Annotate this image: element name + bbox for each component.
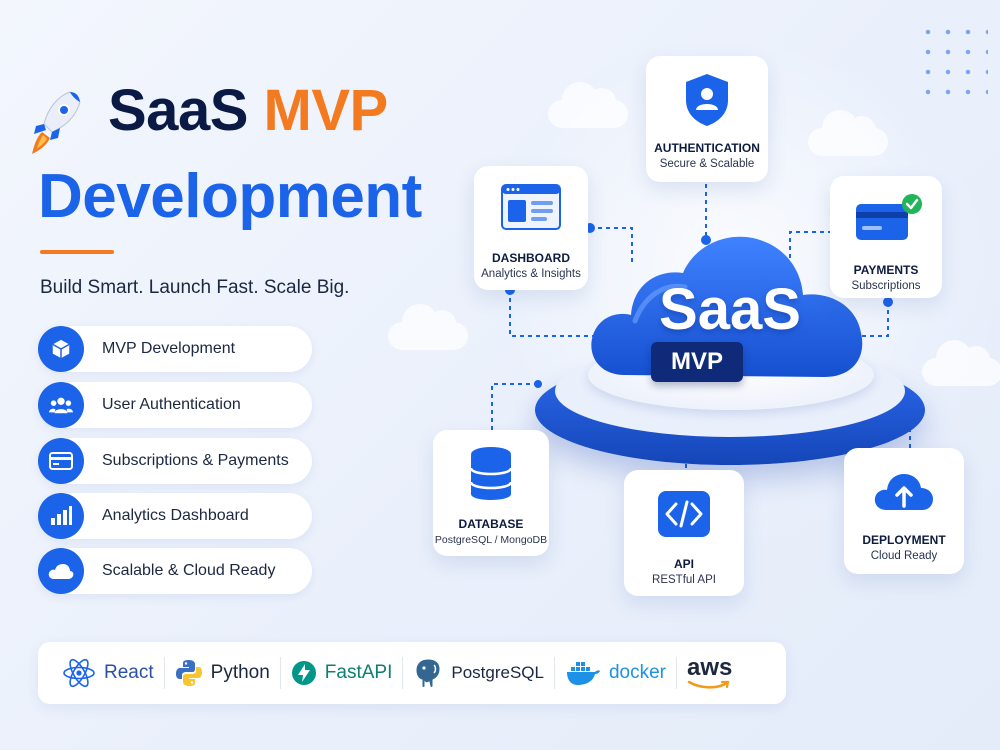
card-deployment: DEPLOYMENT Cloud Ready (844, 448, 964, 574)
mvp-badge: MVP (651, 342, 743, 382)
tech-react: React (52, 658, 164, 688)
payment-card-icon (856, 194, 922, 240)
users-icon (38, 382, 84, 428)
background-cloud (922, 340, 1000, 386)
aws-smile-icon (687, 680, 730, 689)
separator (279, 657, 281, 689)
card-subtitle: Analytics & Insights (481, 268, 581, 280)
feature-label: User Authentication (102, 396, 241, 413)
feature-item: Subscriptions & Payments (38, 438, 312, 484)
tech-python: Python (165, 659, 280, 687)
tech-label: Python (210, 662, 270, 683)
tagline: Build Smart. Launch Fast. Scale Big. (40, 277, 350, 298)
tech-label: React (104, 662, 154, 683)
background-cloud (808, 110, 888, 156)
separator (553, 657, 555, 689)
feature-label: Subscriptions & Payments (102, 452, 289, 469)
cloud-label: SaaS (659, 277, 801, 342)
docker-icon (566, 662, 600, 685)
card-title: DASHBOARD (492, 251, 570, 265)
python-icon (175, 660, 202, 686)
card-title: AUTHENTICATION (654, 141, 760, 155)
credit-card-icon (38, 438, 84, 484)
card-dashboard: DASHBOARD Analytics & Insights (474, 166, 588, 290)
card-title: DATABASE (458, 517, 524, 531)
feature-item: Analytics Dashboard (38, 493, 312, 539)
cloud-upload-icon (874, 474, 933, 510)
rocket-icon (32, 91, 81, 154)
saas-cloud-icon (591, 236, 863, 377)
shield-user-icon (686, 74, 728, 126)
cloud-icon (38, 548, 84, 594)
tech-fastapi: FastAPI (281, 660, 403, 686)
bar-chart-icon (38, 493, 84, 539)
tech-label: FastAPI (324, 662, 393, 683)
card-subtitle: RESTful API (652, 574, 716, 586)
accent-divider (40, 250, 114, 254)
title-word-saas: SaaS (108, 78, 248, 143)
card-database: DATABASE PostgreSQL / MongoDB (433, 430, 549, 556)
card-subtitle: PostgreSQL / MongoDB (434, 534, 548, 546)
feature-label: MVP Development (102, 340, 236, 357)
card-title: PAYMENTS (853, 263, 919, 277)
background-cloud (388, 304, 468, 350)
dot-pattern (918, 22, 988, 102)
feature-label: Scalable & Cloud Ready (102, 562, 276, 579)
database-icon (469, 447, 513, 500)
react-icon (63, 658, 95, 688)
tech-label: docker (608, 662, 667, 683)
card-subtitle: Subscriptions (851, 280, 921, 292)
separator (676, 657, 678, 689)
fastapi-icon (291, 661, 316, 685)
title-word-mvp: MVP (263, 78, 389, 143)
feature-label: Analytics Dashboard (102, 507, 249, 524)
tech-docker: docker (555, 660, 676, 686)
tech-postgresql: PostgreSQL (403, 657, 554, 689)
card-title: API (673, 557, 694, 571)
postgresql-icon (415, 658, 441, 688)
feature-item: MVP Development (38, 326, 312, 372)
card-subtitle: Secure & Scalable (659, 158, 755, 170)
tech-aws: aws (677, 656, 742, 690)
card-payments: PAYMENTS Subscriptions (830, 176, 942, 298)
dashboard-icon (501, 184, 561, 230)
page-title: SaaS MVP (108, 82, 388, 140)
card-subtitle: Cloud Ready (870, 550, 938, 562)
code-icon (658, 491, 710, 537)
page-title-line2: Development (38, 162, 422, 231)
tech-label: aws (687, 654, 733, 681)
separator (163, 657, 165, 689)
tech-label: PostgreSQL (451, 663, 544, 682)
tech-stack-bar: React Python FastAPI PostgreSQL (38, 642, 786, 704)
background-cloud (548, 82, 628, 128)
box-icon (38, 326, 84, 372)
feature-item: Scalable & Cloud Ready (38, 548, 312, 594)
feature-item: User Authentication (38, 382, 312, 428)
card-title: DEPLOYMENT (862, 533, 946, 547)
separator (402, 657, 404, 689)
card-api: API RESTful API (624, 470, 744, 596)
card-authentication: AUTHENTICATION Secure & Scalable (646, 56, 768, 182)
